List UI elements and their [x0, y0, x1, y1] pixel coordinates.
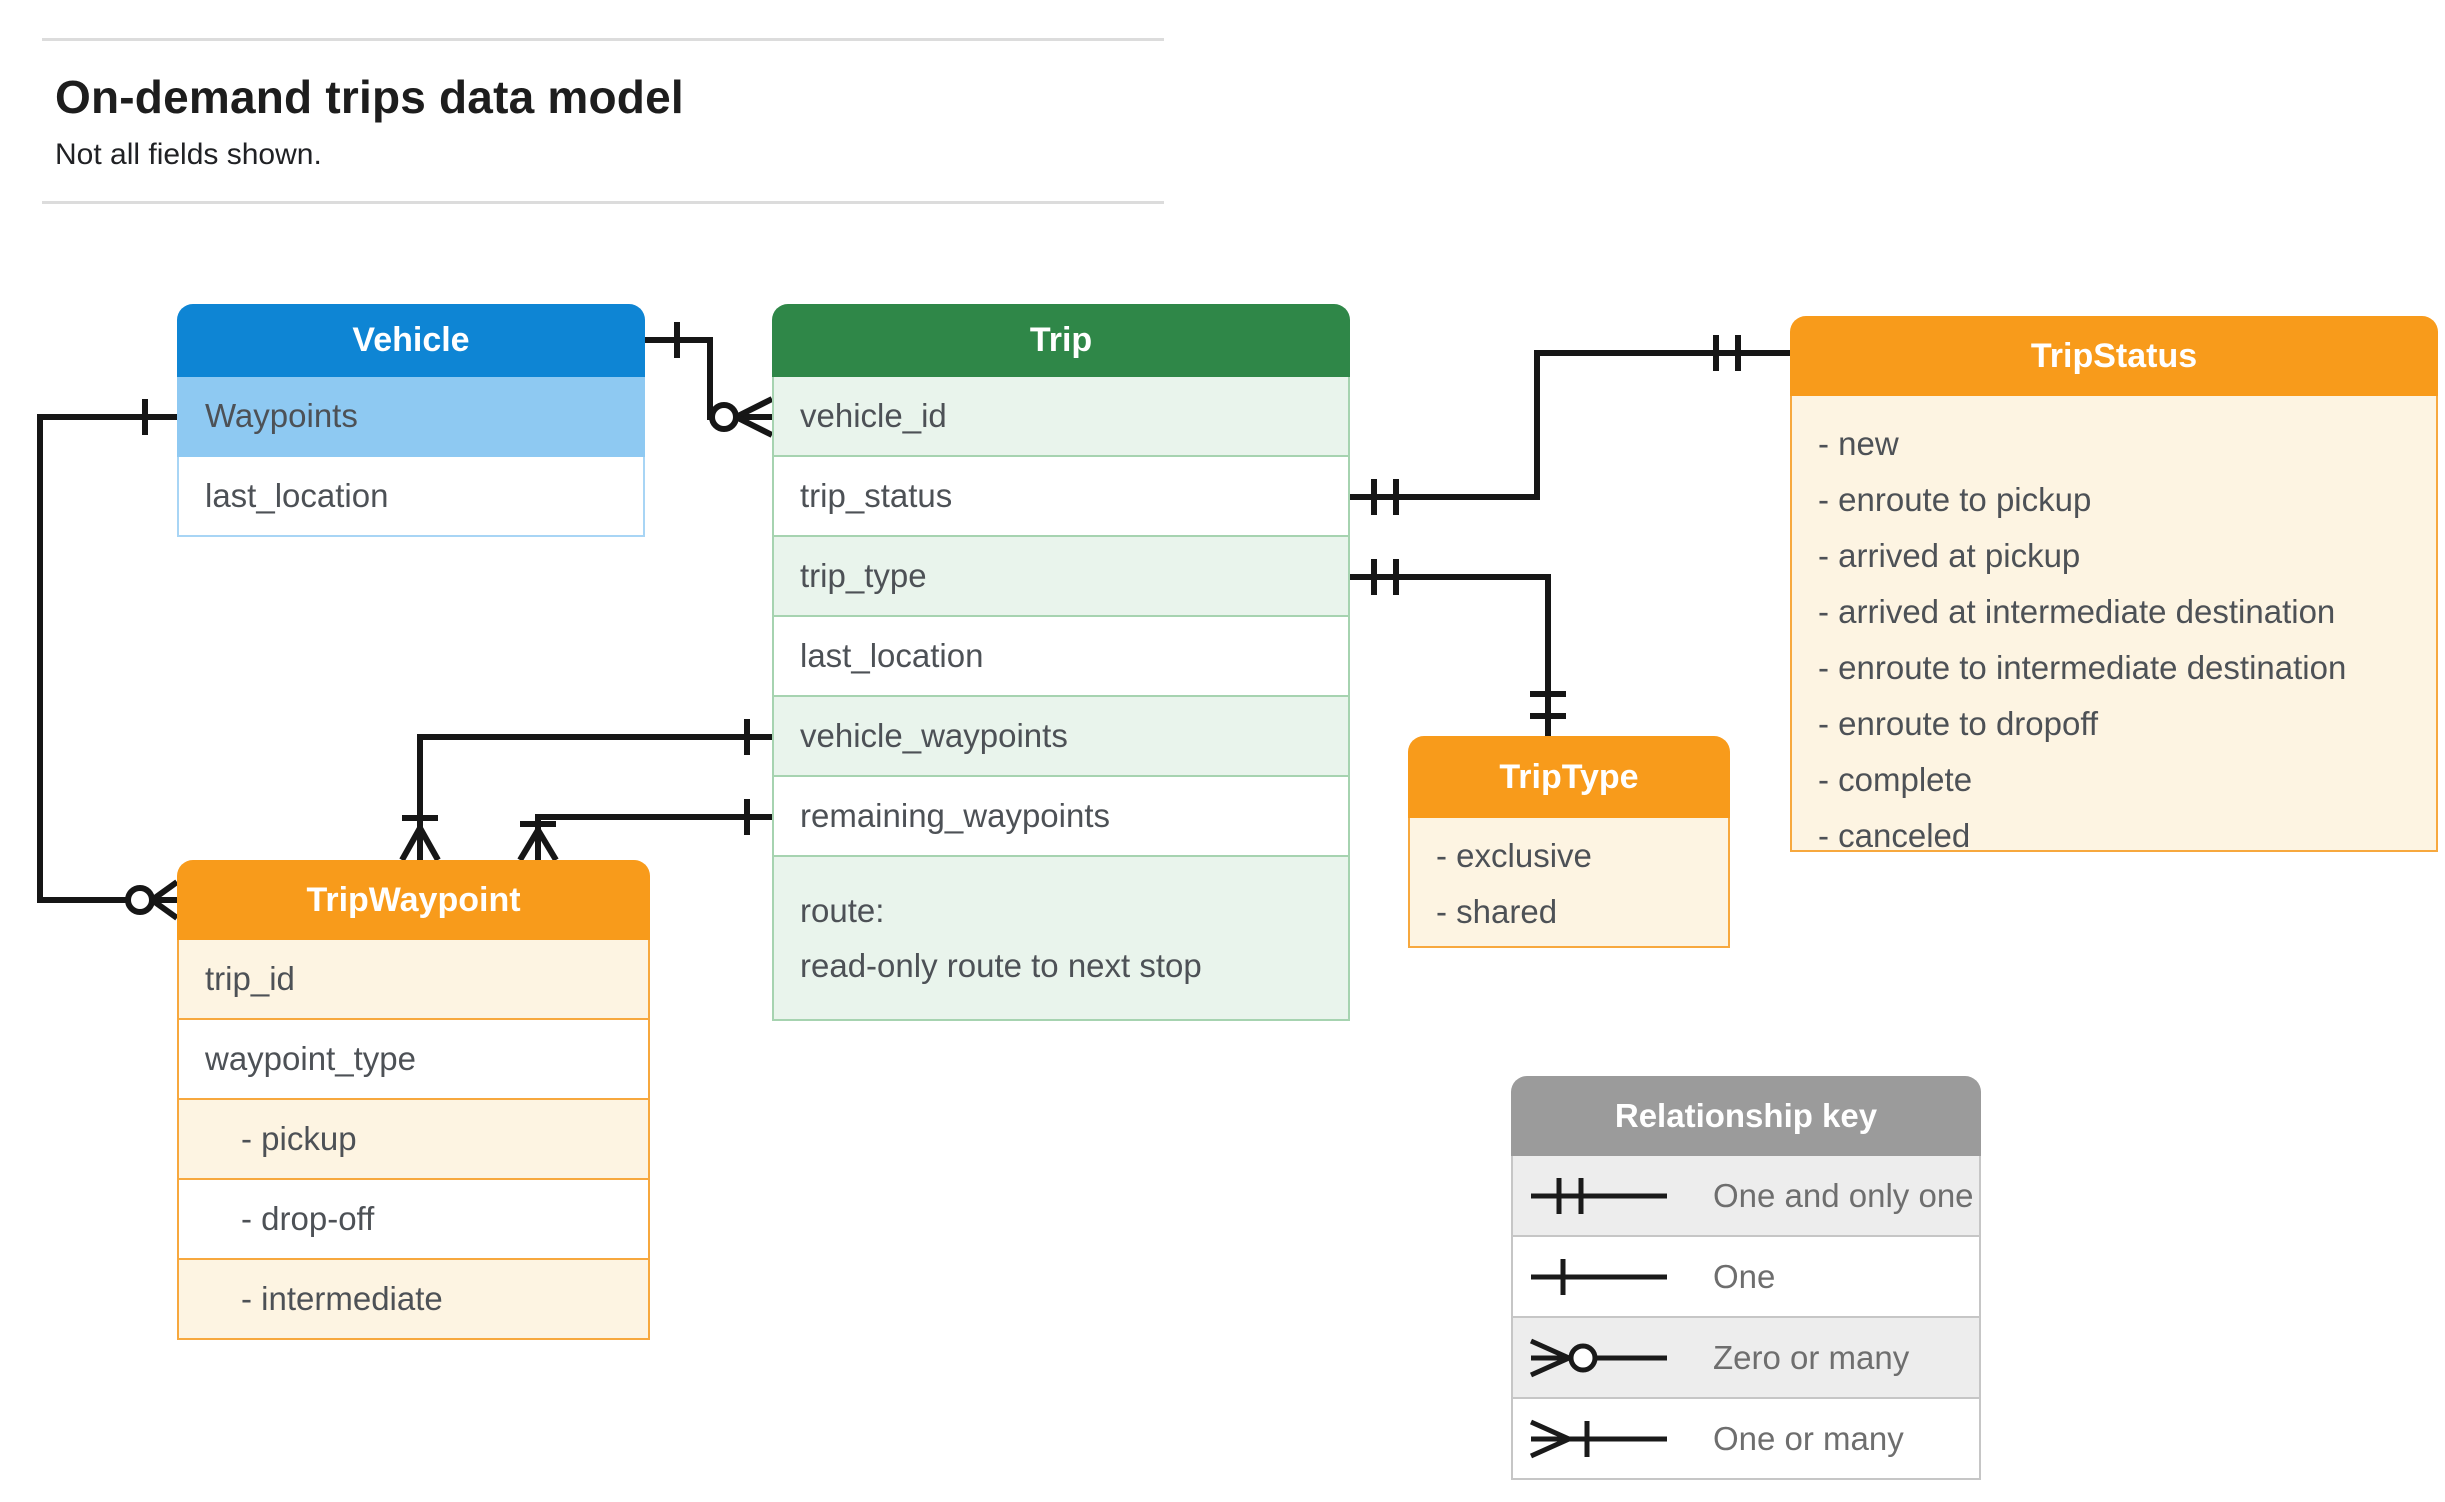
entity-vehicle-header: Vehicle — [177, 304, 645, 377]
tripwaypoint-field-trip-id: trip_id — [177, 940, 650, 1020]
trip-route-line2: read-only route to next stop — [800, 947, 1202, 984]
trip-field-trip-status: trip_status — [772, 457, 1350, 537]
trip-field-vehicle-id: vehicle_id — [772, 377, 1350, 457]
connector-trip-to-tripstatus — [1350, 335, 1790, 515]
trip-field-vehicle-waypoints: vehicle_waypoints — [772, 697, 1350, 777]
entity-trip-header: Trip — [772, 304, 1350, 377]
tripwaypoint-value-drop-off: - drop-off — [177, 1180, 650, 1260]
legend-label: One — [1713, 1257, 1776, 1295]
tripstatus-value: - enroute to pickup — [1818, 481, 2092, 518]
legend-row-one: One — [1511, 1237, 1981, 1318]
legend-row-one-or-many: One or many — [1511, 1399, 1981, 1480]
title-divider — [42, 201, 1164, 204]
triptype-values: - exclusive - shared — [1408, 818, 1730, 948]
connector-trip-to-triptype — [1350, 559, 1566, 736]
tripstatus-value: - arrived at intermediate destination — [1818, 593, 2336, 630]
tripstatus-value: - canceled — [1818, 817, 1971, 854]
legend-row-one-and-only-one: One and only one — [1511, 1156, 1981, 1237]
legend-label: One and only one — [1713, 1176, 1974, 1214]
one-or-many-icon — [1529, 1419, 1667, 1458]
entity-vehicle: Vehicle Waypoints last_location — [177, 304, 645, 537]
entity-tripwaypoint-header: TripWaypoint — [177, 860, 650, 940]
zero-or-many-icon — [1529, 1338, 1667, 1377]
trip-field-last-location: last_location — [772, 617, 1350, 697]
legend-label: Zero or many — [1713, 1338, 1910, 1376]
triptype-value: - exclusive — [1436, 837, 1592, 874]
entity-tripstatus: TripStatus - new - enroute to pickup - a… — [1790, 316, 2438, 854]
tripwaypoint-value-pickup: - pickup — [177, 1100, 650, 1180]
vehicle-field-last-location: last_location — [177, 457, 645, 537]
tripwaypoint-field-waypoint-type: waypoint_type — [177, 1020, 650, 1100]
tripwaypoint-value-intermediate: - intermediate — [177, 1260, 650, 1340]
connector-vehiclewaypoints-to-tripwaypoint — [399, 719, 772, 862]
tripstatus-values: - new - enroute to pickup - arrived at p… — [1790, 396, 2438, 854]
trip-field-remaining-waypoints: remaining_waypoints — [772, 777, 1350, 857]
connector-vehicle-to-trip — [645, 322, 774, 438]
entity-tripstatus-header: TripStatus — [1790, 316, 2438, 396]
entity-triptype: TripType - exclusive - shared — [1408, 736, 1730, 948]
tripstatus-value: - enroute to dropoff — [1818, 705, 2099, 742]
trip-field-trip-type: trip_type — [772, 537, 1350, 617]
tripstatus-value: - complete — [1818, 761, 1973, 798]
entity-tripwaypoint: TripWaypoint trip_id waypoint_type - pic… — [177, 860, 650, 1340]
top-divider — [42, 38, 1164, 41]
connector-waypoints-to-tripwaypoint — [37, 399, 179, 921]
legend-row-zero-or-many: Zero or many — [1511, 1318, 1981, 1399]
tripstatus-value: - arrived at pickup — [1818, 537, 2081, 574]
entity-triptype-header: TripType — [1408, 736, 1730, 818]
trip-route-line1: route: — [800, 892, 885, 929]
triptype-value: - shared — [1436, 893, 1558, 930]
tripstatus-value: - enroute to intermediate destination — [1818, 649, 2347, 686]
page-subtitle: Not all fields shown. — [55, 138, 322, 171]
relationship-key: Relationship key One and only one One — [1511, 1076, 1981, 1480]
page-title: On-demand trips data model — [55, 71, 684, 123]
legend-label: One or many — [1713, 1419, 1904, 1457]
tripstatus-value: - new — [1818, 425, 1899, 462]
one-and-only-one-icon — [1531, 1177, 1667, 1214]
trip-field-route: route: read-only route to next stop — [772, 857, 1350, 1021]
relationship-key-header: Relationship key — [1511, 1076, 1981, 1156]
connector-remainingwaypoints-to-tripwaypoint — [517, 799, 772, 862]
one-icon — [1531, 1258, 1667, 1295]
entity-trip: Trip vehicle_id trip_status trip_type la… — [772, 304, 1350, 1021]
vehicle-field-waypoints: Waypoints — [177, 377, 645, 457]
